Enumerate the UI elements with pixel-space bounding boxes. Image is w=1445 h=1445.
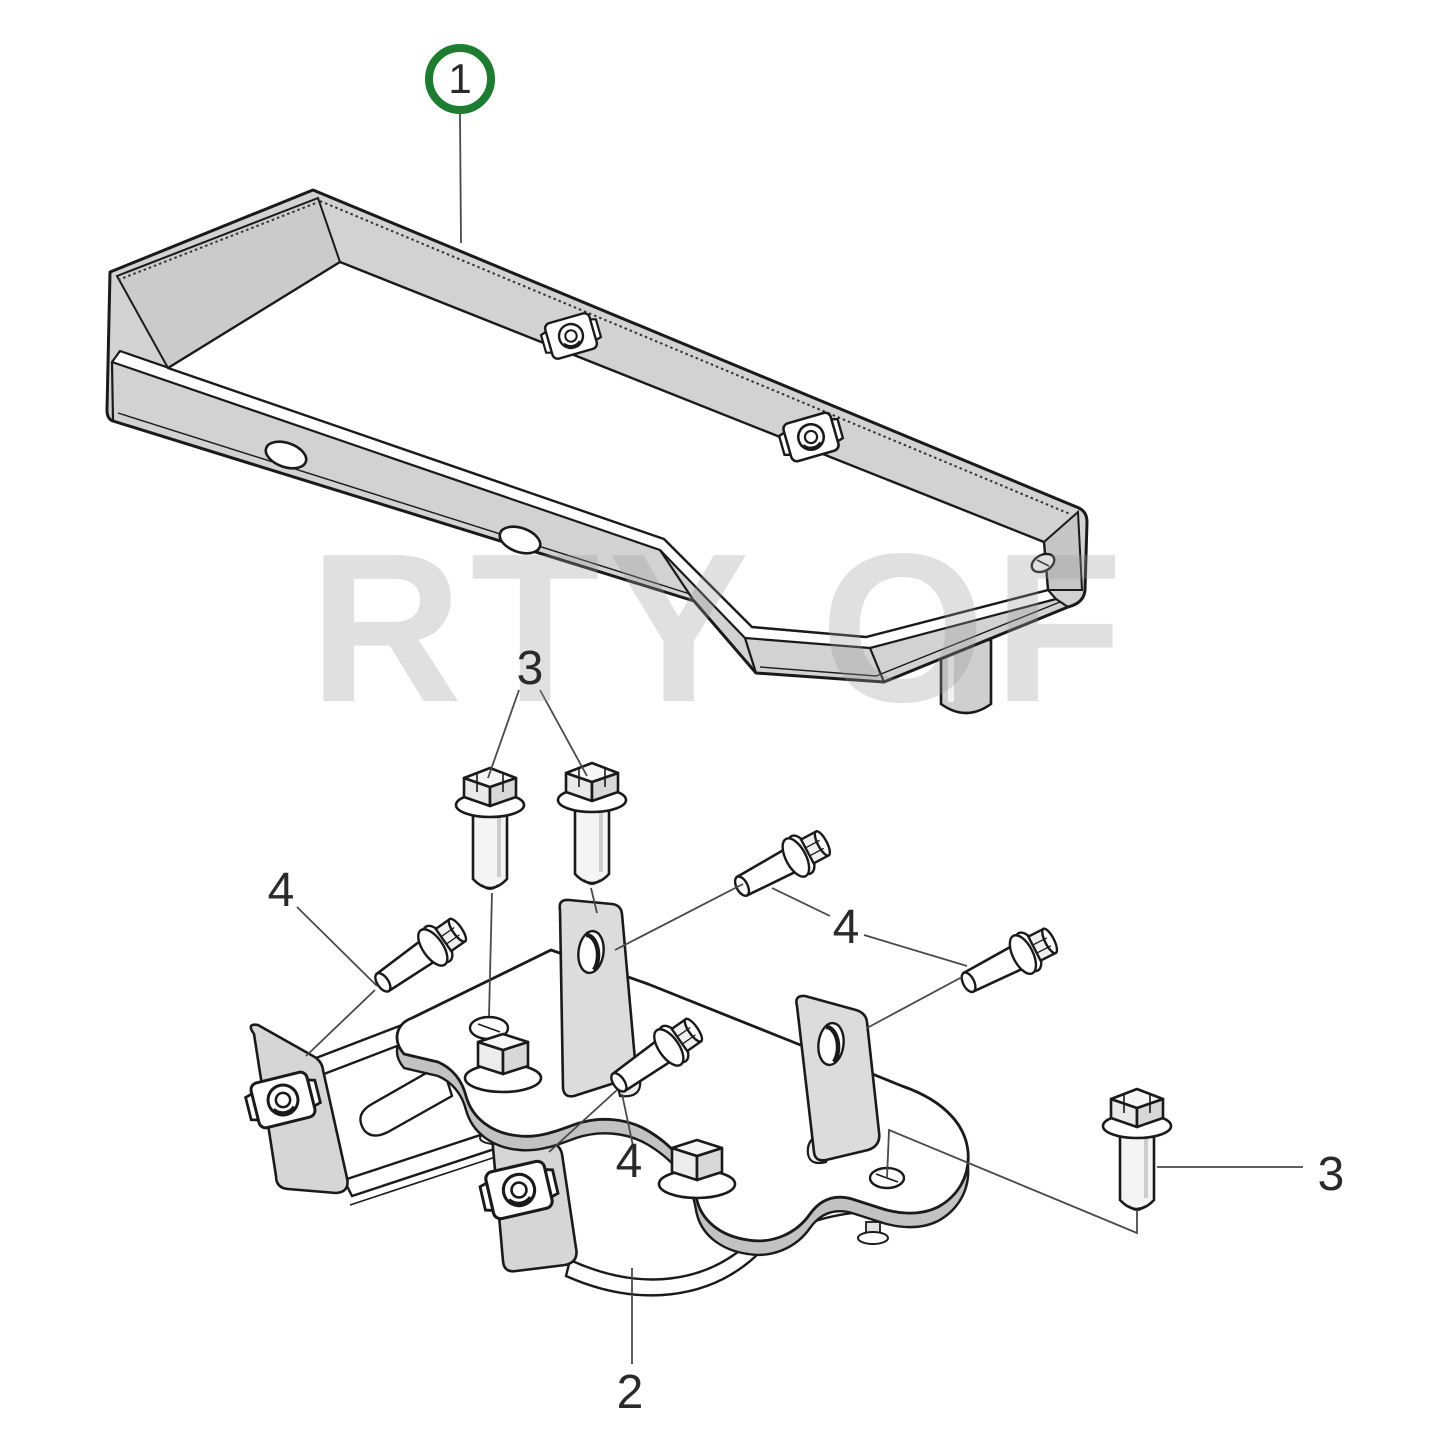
- tray-hole: [498, 525, 542, 555]
- callout-1-selected[interactable]: 1: [425, 44, 495, 114]
- tray-part: [105, 188, 1089, 715]
- tray-peg: [939, 638, 993, 715]
- shoulder-bolt: [726, 821, 838, 909]
- leader-lines: [296, 113, 1303, 1364]
- stud-end: [857, 1221, 889, 1245]
- callout-2[interactable]: 2: [616, 1366, 644, 1419]
- plate-tab-right: [795, 994, 881, 1165]
- callout-4[interactable]: 4: [832, 901, 860, 954]
- flange-bolt: [454, 766, 526, 891]
- callout-3[interactable]: 3: [1317, 1148, 1345, 1201]
- tray-hole: [264, 440, 308, 470]
- tray-floor: [166, 260, 1050, 639]
- shoulder-bolt: [365, 909, 475, 1005]
- mount-plate: [395, 948, 970, 1243]
- flange-bolt: [556, 761, 628, 886]
- callout-3[interactable]: 3: [516, 642, 544, 695]
- shoulder-bolt: [952, 918, 1065, 1005]
- callout-4[interactable]: 4: [615, 1135, 643, 1188]
- callout-4[interactable]: 4: [267, 864, 295, 917]
- bracket-assembly: [241, 898, 970, 1297]
- flange-bolt: [1101, 1087, 1173, 1212]
